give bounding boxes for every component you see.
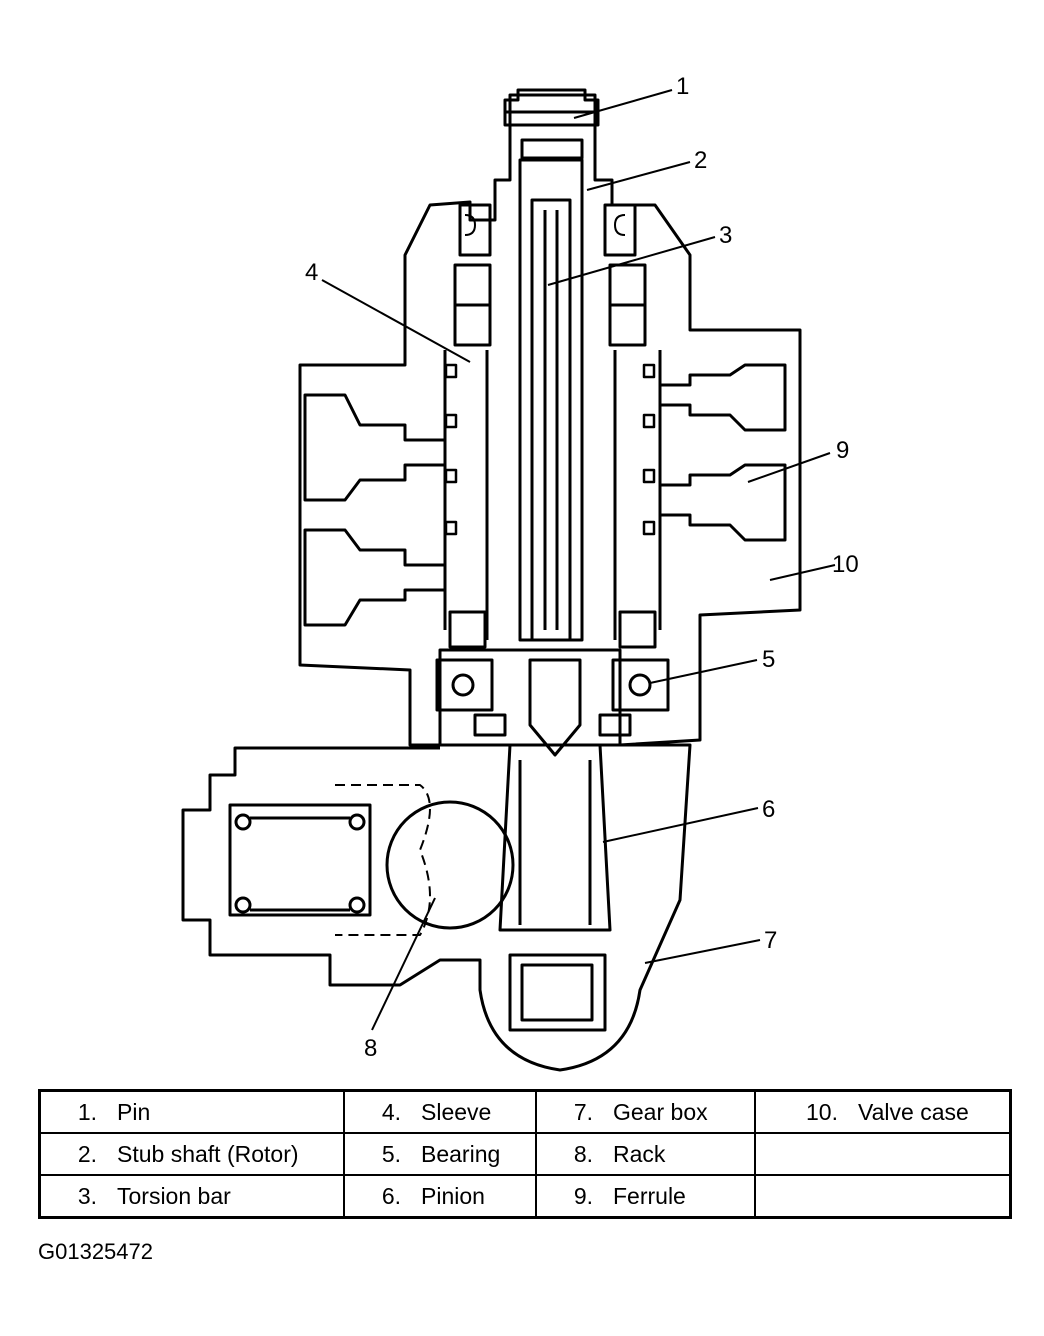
sleeve: [485, 350, 617, 640]
legend-label: Pin: [117, 1098, 151, 1125]
legend-cell: [754, 1132, 1012, 1176]
callout-10: 10: [832, 551, 859, 578]
callout-2: 2: [694, 147, 707, 174]
legend-row: 1. Pin 4. Sleeve 7. Gear box 10. Valve case: [38, 1089, 1012, 1134]
legend-cell: 1. Pin: [38, 1089, 345, 1134]
legend-cell: 8. Rack: [535, 1132, 756, 1176]
legend-num: 2.: [77, 1140, 97, 1167]
callout-8: 8: [364, 1035, 377, 1062]
legend-row: 3. Torsion bar 6. Pinion 9. Ferrule: [38, 1174, 1012, 1219]
right-port-upper: [658, 363, 787, 432]
legend-num: 7.: [573, 1098, 593, 1125]
callout-1: 1: [676, 73, 689, 100]
legend-cell: 2. Stub shaft (Rotor): [38, 1132, 345, 1176]
legend-num: 6.: [381, 1182, 401, 1209]
bearing-left: [435, 658, 494, 712]
legend-label: Sleeve: [421, 1098, 492, 1125]
callout-3: 3: [719, 222, 732, 249]
rack-housing: [228, 803, 372, 917]
legend-label: Pinion: [421, 1182, 485, 1209]
legend-cell: 10. Valve case: [754, 1089, 1012, 1134]
figure-code: G01325472: [38, 1239, 153, 1264]
left-port-lower: [303, 528, 447, 627]
legend-cell: 9. Ferrule: [535, 1174, 756, 1219]
callout-9: 9: [836, 437, 849, 464]
legend-cell: 5. Bearing: [343, 1132, 537, 1176]
rack: [385, 800, 515, 930]
legend-cell: 4. Sleeve: [343, 1089, 537, 1134]
gear-box-outline: [181, 743, 692, 1072]
callout-5: 5: [762, 646, 775, 673]
legend-label: Valve case: [858, 1098, 969, 1125]
legend-num: 4.: [381, 1098, 401, 1125]
steering-gear-cross-section-diagram: 1 2 3 4 5 6 7 8 9 10: [181, 73, 859, 1072]
legend-label: Torsion bar: [117, 1182, 231, 1209]
legend-row: 2. Stub shaft (Rotor) 5. Bearing 8. Rack: [38, 1132, 1012, 1176]
legend-cell: 3. Torsion bar: [38, 1174, 345, 1219]
legend-num: 1.: [77, 1098, 97, 1125]
legend-num: 9.: [573, 1182, 593, 1209]
ferrule-right-lower: [658, 463, 787, 542]
legend-num: 3.: [77, 1182, 97, 1209]
callout-6: 6: [762, 796, 775, 823]
torsion-bar: [530, 198, 572, 642]
legend-cell: 7. Gear box: [535, 1089, 756, 1134]
bearing-right: [611, 658, 670, 712]
pin-cap: [503, 88, 600, 127]
legend-cell: [754, 1174, 1012, 1219]
legend-label: Gear box: [613, 1098, 708, 1125]
left-port-upper: [303, 393, 447, 502]
legend-num: 5.: [381, 1140, 401, 1167]
pinion: [498, 743, 612, 932]
legend-num: 10.: [806, 1098, 838, 1125]
legend-label: Stub shaft (Rotor): [117, 1140, 299, 1167]
legend-label: Ferrule: [613, 1182, 686, 1209]
parts-legend-table: 1.Pin 4.Sleeve 7.Gear box 10.Valve case …: [38, 1089, 1012, 1219]
legend-label: Rack: [613, 1140, 666, 1167]
legend-cell: 6. Pinion: [343, 1174, 537, 1219]
legend-num: 8.: [573, 1140, 593, 1167]
valve-case-outline: [298, 93, 802, 747]
legend-label: Bearing: [421, 1140, 501, 1167]
callout-7: 7: [764, 927, 777, 954]
callout-4: 4: [305, 259, 318, 286]
stub-shaft: [518, 158, 584, 642]
